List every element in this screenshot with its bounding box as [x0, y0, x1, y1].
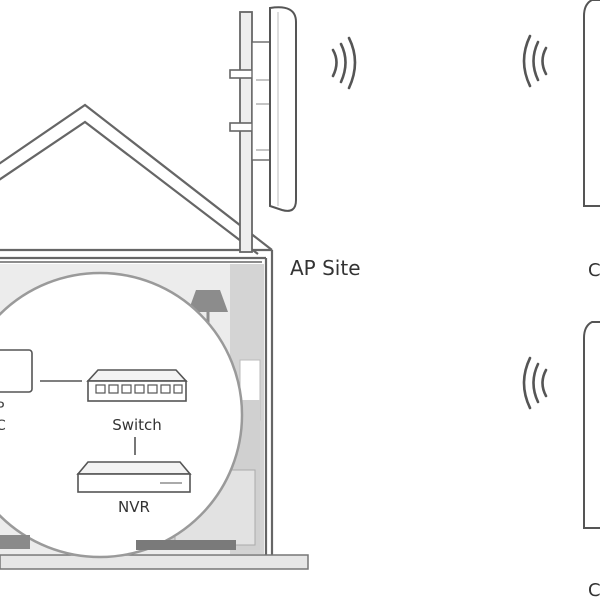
wireless-signal-icon — [522, 356, 548, 410]
wireless-signal-icon — [331, 36, 357, 90]
cut-label-right-bottom: C — [588, 580, 600, 600]
cpe-device-icon — [0, 349, 33, 393]
cut-label-left-2: C — [0, 418, 6, 434]
switch-icon — [86, 369, 188, 402]
ap-site-label: AP Site — [290, 256, 361, 280]
furniture-shape — [0, 535, 236, 550]
switch-label: Switch — [112, 416, 162, 434]
cut-label-left-1: P — [0, 400, 4, 416]
cpe-device-icon — [583, 0, 600, 529]
wireless-signal-icon — [522, 34, 548, 88]
house-icon — [0, 103, 309, 570]
antenna-mast-icon — [229, 6, 297, 253]
nvr-icon — [76, 461, 192, 493]
nvr-label: NVR — [118, 498, 150, 516]
cut-label-right-top: C — [588, 260, 600, 281]
